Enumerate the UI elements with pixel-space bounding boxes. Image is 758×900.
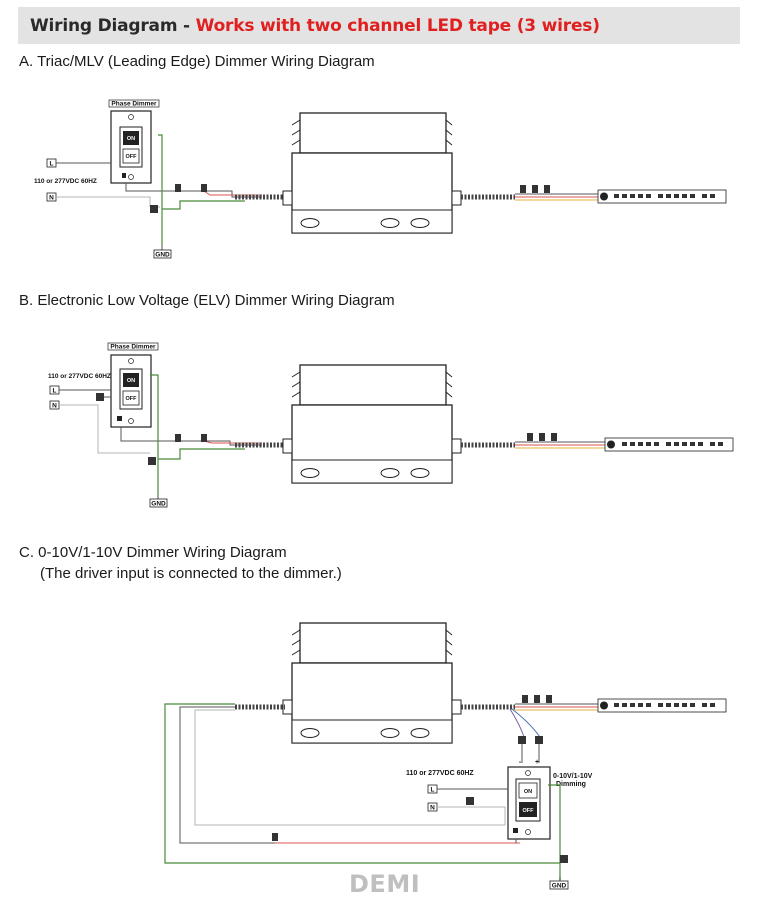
diagram-b: Phase Dimmer ON OFF 110 or 277VDC 60HZ L…	[48, 342, 734, 508]
header-bar: Wiring Diagram - Works with two channel …	[18, 7, 740, 44]
led-tape	[597, 189, 727, 204]
off-label-c: OFF	[523, 808, 535, 814]
led-tape-b	[604, 437, 734, 452]
line-label: L	[50, 161, 54, 168]
watermark: DEMI	[349, 870, 421, 898]
on-label-b: ON	[127, 378, 135, 384]
voltage-label-c: 110 or 277VDC 60HZ	[406, 770, 474, 777]
off-label-b: OFF	[126, 396, 138, 402]
line-label-c: L	[431, 787, 435, 794]
page-title: Wiring Diagram	[30, 16, 178, 36]
phase-dimmer-label: Phase Dimmer	[111, 101, 157, 108]
led-driver-c	[282, 622, 462, 744]
dimmer-0-10v: ON OFF	[507, 766, 551, 840]
title-separator: -	[177, 16, 196, 36]
voltage-label: 110 or 277VDC 60HZ	[34, 178, 97, 185]
minus-label: -	[519, 759, 522, 766]
gnd-label-c: GND	[552, 883, 567, 890]
section-a-title: A. Triac/MLV (Leading Edge) Dimmer Wirin…	[19, 53, 375, 70]
led-tape-c	[597, 698, 727, 713]
on-label: ON	[127, 136, 135, 142]
line-label-b: L	[53, 388, 57, 395]
gnd-label: GND	[155, 252, 170, 259]
section-c-note: (The driver input is connected to the di…	[40, 565, 342, 582]
neutral-label: N	[49, 195, 54, 202]
line-input: L 110 or 277VDC 60HZ N	[34, 158, 97, 202]
on-label-c: ON	[524, 789, 532, 795]
section-c-title: C. 0-10V/1-10V Dimmer Wiring Diagram	[19, 544, 287, 561]
neutral-label-b: N	[52, 403, 57, 410]
dimming-label-1: 0-10V/1-10V	[553, 773, 593, 780]
section-b-title: B. Electronic Low Voltage (ELV) Dimmer W…	[19, 292, 395, 309]
led-driver-b	[282, 364, 462, 484]
header-text: Wiring Diagram - Works with two channel …	[30, 16, 600, 36]
plus-label: +	[535, 759, 539, 766]
phase-dimmer: Phase Dimmer ON OFF	[108, 99, 160, 184]
led-driver	[282, 112, 462, 234]
neutral-label-c: N	[430, 805, 435, 812]
page-subtitle: Works with two channel LED tape (3 wires…	[195, 16, 600, 36]
off-label: OFF	[126, 154, 138, 160]
phase-dimmer-label-b: Phase Dimmer	[110, 344, 156, 351]
dimming-label-2: Dimming	[556, 781, 586, 788]
diagram-c: 110 or 277VDC 60HZ - + ON OFF 0-10V/1-10…	[164, 622, 727, 890]
voltage-label-b: 110 or 277VDC 60HZ	[48, 373, 111, 380]
phase-dimmer-b: Phase Dimmer ON OFF	[107, 342, 159, 428]
gnd-label-b: GND	[151, 501, 166, 508]
diagram-a: Phase Dimmer ON OFF L 110 or 277VDC 60HZ…	[34, 99, 727, 259]
